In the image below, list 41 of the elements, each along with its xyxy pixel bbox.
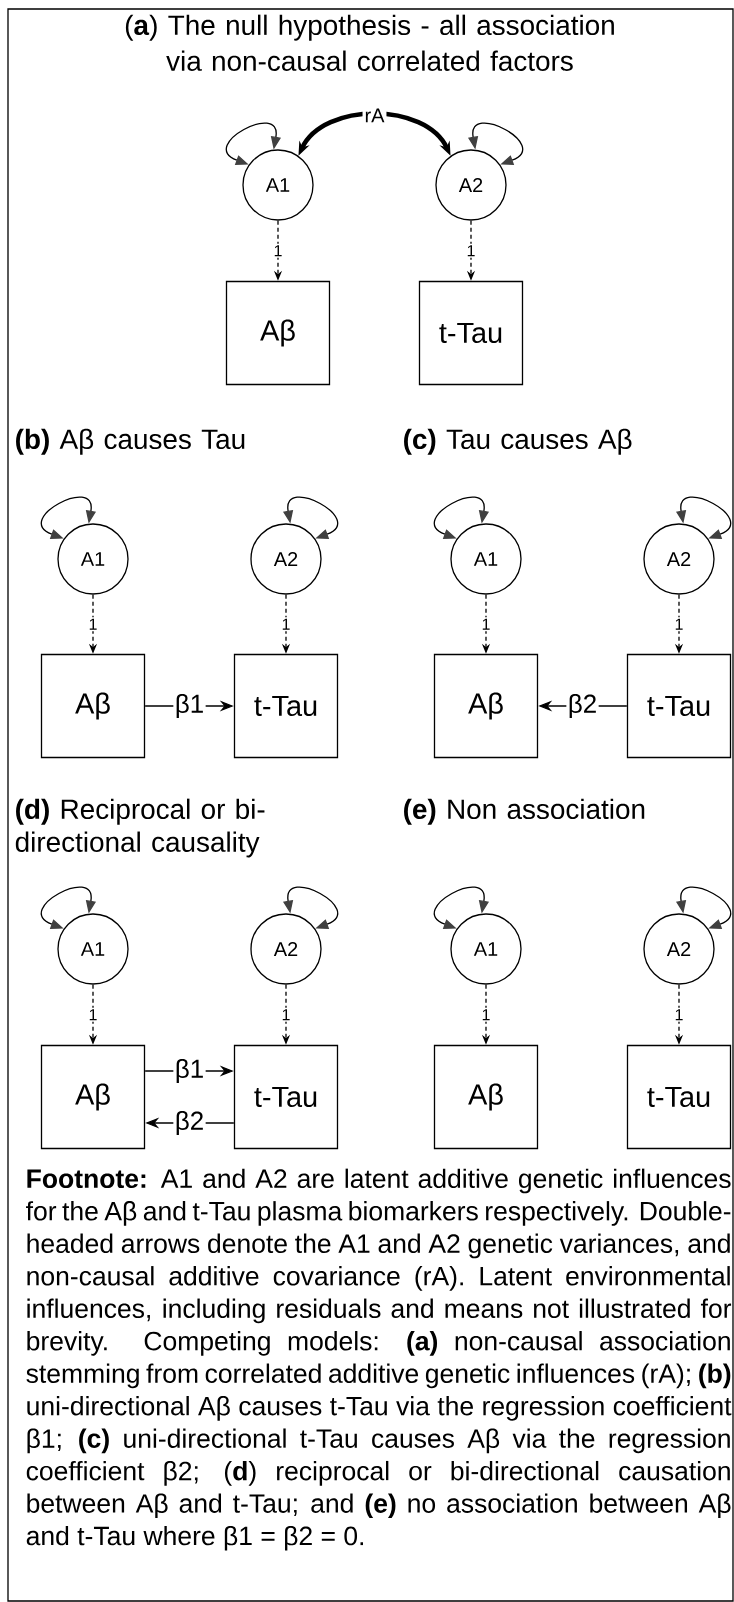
edge-label: 1 (673, 1007, 685, 1022)
biomarker-box: t-Tau (233, 653, 339, 759)
biomarker-box: t-Tau (626, 653, 732, 759)
arrow (676, 496, 732, 539)
biomarker-box: Aβ (225, 280, 331, 386)
panel-title: (b) Aβ causes Tau (16, 428, 245, 455)
edge-label: β1 (173, 692, 206, 720)
biomarker-box: Aβ (433, 653, 539, 759)
edge-label: β1 (173, 1057, 206, 1085)
biomarker-box: t-Tau (233, 1044, 339, 1150)
edge-label: 1 (272, 243, 284, 258)
biomarker-box: t-Tau (626, 1044, 732, 1150)
edge-label: 1 (280, 1007, 292, 1022)
arrow (40, 886, 96, 929)
arrow (283, 496, 339, 539)
footnote: Footnote: A1 and A2 are latent additive genetic influences for the Aβ and t-Tau plasma biomarkers respectively. Double-headed arrows denote the A1 and A2 genetic variances, and non-causal additive covariance (rA). Latent environmental influences, including residuals and means not illustrated for brevity. Competing models: (a) non-causal association stemming from correlated additive genetic influences (rA); (b) uni-directional Aβ causes t-Tau via the regression coefficient β1; (c) uni-directional t-Tau causes Aβ via the regression coefficient β2; (d) reciprocal or bi-directional causation between Aβ and t-Tau; and (e) no association between Aβ and t-Tau where β1 = β2 = 0. (26, 1168, 732, 1551)
edge-label: 1 (87, 1007, 99, 1022)
arrow (433, 886, 489, 929)
edge-label: 1 (480, 617, 492, 632)
edge-label: β2 (566, 692, 599, 720)
edge-label: 1 (87, 617, 99, 632)
edge-label: 1 (480, 1007, 492, 1022)
panel-title: (e) Non association (404, 798, 645, 825)
biomarker-box: Aβ (40, 653, 146, 759)
arrow (40, 496, 96, 539)
panel-title: (a) The null hypothesis - all association via non-causal correlated factors (125, 14, 614, 71)
edge-label: 1 (673, 617, 685, 632)
biomarker-box: Aβ (40, 1044, 146, 1150)
arrow (468, 122, 524, 165)
edge-label: 1 (465, 243, 477, 258)
panel-title: (c) Tau causes Aβ (404, 428, 632, 455)
panel-title: (d) Reciprocal or bi-directional causality (15, 798, 265, 858)
arrow (433, 496, 489, 539)
edge-label: β2 (173, 1109, 206, 1137)
biomarker-box: t-Tau (418, 280, 524, 386)
arrow (225, 122, 281, 165)
biomarker-box: Aβ (433, 1044, 539, 1150)
arrow (283, 886, 339, 929)
edge-label: rA (362, 106, 387, 125)
edge-label: 1 (280, 617, 292, 632)
arrow (676, 886, 732, 929)
